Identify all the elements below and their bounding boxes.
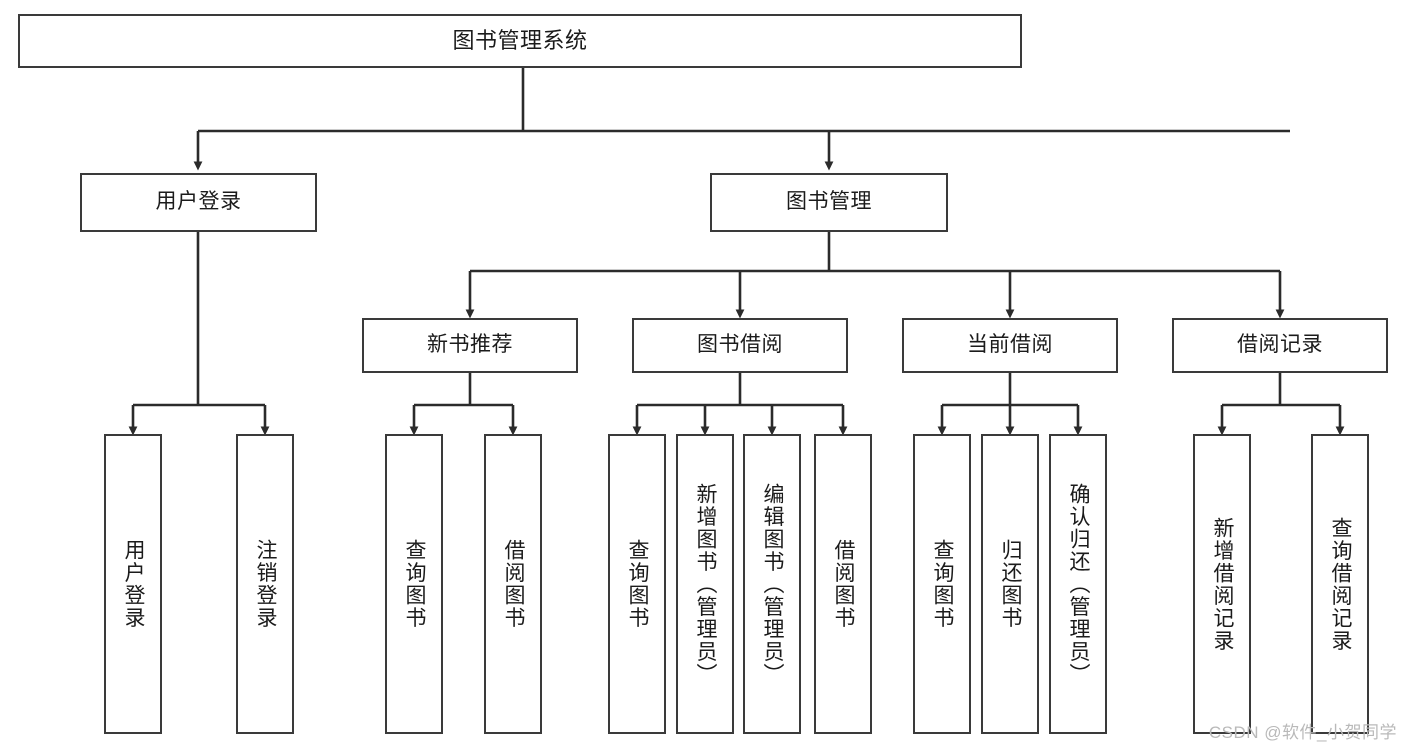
node-leaf-return-book[interactable]: 归还图书 (981, 434, 1039, 734)
node-book-borrow[interactable]: 图书借阅 (632, 318, 848, 373)
node-leaf-edit-book-label: 编辑图书（管理员） (761, 482, 785, 686)
watermark: CSDN @软件_小贺同学 (1208, 723, 1397, 742)
node-leaf-query-book-1[interactable]: 查询图书 (385, 434, 443, 734)
node-leaf-user-login[interactable]: 用户登录 (104, 434, 162, 734)
node-user-login-label: 用户登录 (155, 190, 242, 214)
node-leaf-edit-book[interactable]: 编辑图书（管理员） (743, 434, 801, 734)
node-new-book-recommend[interactable]: 新书推荐 (362, 318, 578, 373)
node-leaf-query-record-label: 查询借阅记录 (1329, 516, 1353, 652)
node-leaf-query-record[interactable]: 查询借阅记录 (1311, 434, 1369, 734)
node-book-management-label: 图书管理 (786, 190, 872, 214)
node-current-borrow-label: 当前借阅 (967, 333, 1053, 357)
node-borrow-record-label: 借阅记录 (1237, 333, 1323, 357)
node-leaf-add-record-label: 新增借阅记录 (1211, 516, 1235, 652)
node-borrow-record[interactable]: 借阅记录 (1172, 318, 1388, 373)
node-root[interactable]: 图书管理系统 (18, 14, 1022, 68)
node-leaf-logout-label: 注销登录 (254, 539, 278, 629)
node-leaf-query-book-1-label: 查询图书 (403, 539, 427, 629)
node-book-management[interactable]: 图书管理 (710, 173, 948, 232)
node-current-borrow[interactable]: 当前借阅 (902, 318, 1118, 373)
node-leaf-query-book-2-label: 查询图书 (626, 539, 650, 629)
node-leaf-confirm-return[interactable]: 确认归还（管理员） (1049, 434, 1107, 734)
node-user-login[interactable]: 用户登录 (80, 173, 317, 232)
node-leaf-query-book-3[interactable]: 查询图书 (913, 434, 971, 734)
node-leaf-add-book[interactable]: 新增图书（管理员） (676, 434, 734, 734)
node-leaf-return-book-label: 归还图书 (999, 539, 1023, 629)
node-leaf-add-record[interactable]: 新增借阅记录 (1193, 434, 1251, 734)
node-leaf-add-book-label: 新增图书（管理员） (694, 482, 718, 686)
node-leaf-borrow-book-1-label: 借阅图书 (502, 539, 526, 629)
node-leaf-query-book-2[interactable]: 查询图书 (608, 434, 666, 734)
node-leaf-user-login-label: 用户登录 (122, 539, 146, 629)
node-leaf-logout[interactable]: 注销登录 (236, 434, 294, 734)
node-leaf-query-book-3-label: 查询图书 (931, 539, 955, 629)
node-new-book-recommend-label: 新书推荐 (427, 333, 513, 357)
node-leaf-borrow-book-2[interactable]: 借阅图书 (814, 434, 872, 734)
node-leaf-borrow-book-2-label: 借阅图书 (832, 539, 856, 629)
node-root-label: 图书管理系统 (452, 28, 588, 54)
node-book-borrow-label: 图书借阅 (697, 333, 783, 357)
node-leaf-borrow-book-1[interactable]: 借阅图书 (484, 434, 542, 734)
node-leaf-confirm-return-label: 确认归还（管理员） (1067, 482, 1091, 686)
